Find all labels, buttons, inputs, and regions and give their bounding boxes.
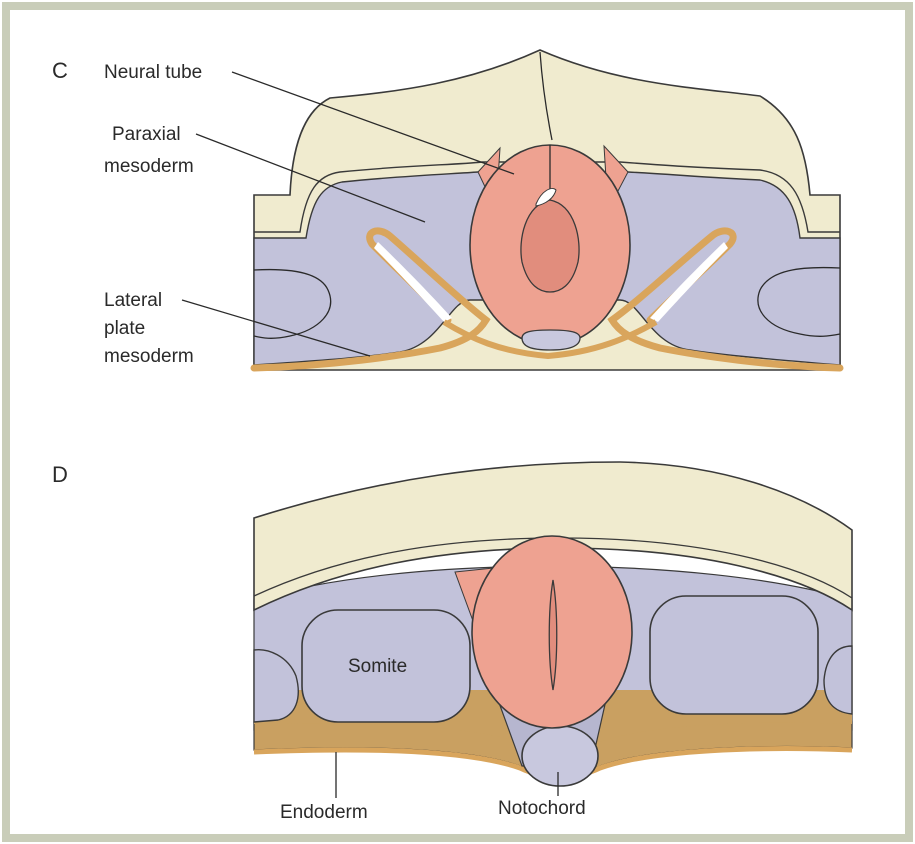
label-lateral-mesoderm: mesoderm xyxy=(104,346,194,367)
label-notochord: Notochord xyxy=(498,798,586,819)
label-somite: Somite xyxy=(348,656,407,677)
panel-c-letter: C xyxy=(52,58,68,83)
label-lateral: Lateral xyxy=(104,290,162,311)
label-endoderm: Endoderm xyxy=(280,802,368,823)
notochord-c xyxy=(522,330,580,350)
label-neural-tube: Neural tube xyxy=(104,62,202,83)
label-plate: plate xyxy=(104,318,145,339)
label-paraxial: Paraxial xyxy=(112,124,181,145)
notochord-d xyxy=(522,726,598,786)
label-paraxial-mesoderm: mesoderm xyxy=(104,156,194,177)
neural-lumen-d xyxy=(549,580,557,690)
somite-right xyxy=(650,596,818,714)
neural-lumen-c xyxy=(521,200,579,292)
panel-d-letter: D xyxy=(52,462,68,487)
